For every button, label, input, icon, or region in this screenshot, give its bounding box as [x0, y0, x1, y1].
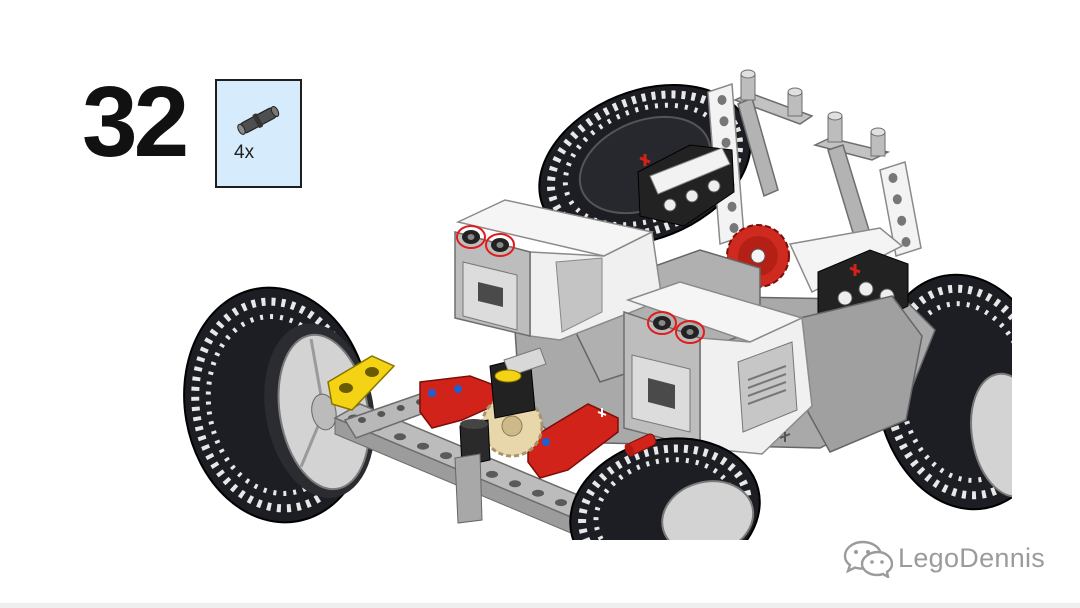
highlighted-pin	[456, 225, 486, 249]
motor-vents	[747, 365, 787, 405]
yellow-bushing	[494, 369, 522, 383]
motor-gray-band	[555, 257, 603, 333]
highlighted-pin	[647, 311, 677, 335]
beam-hole	[532, 489, 544, 497]
white-cross-mark	[779, 432, 791, 442]
beam-hole	[721, 137, 731, 148]
beam-hole	[396, 405, 405, 411]
motor-vent-panel	[737, 341, 798, 433]
red-highlight-ring	[485, 233, 515, 257]
beam-hole	[717, 95, 727, 105]
beam-hole	[555, 499, 567, 507]
beam-hole	[729, 223, 739, 233]
white-beam	[649, 147, 731, 195]
red-cross-mark	[849, 264, 861, 276]
motor-gray-body	[799, 295, 923, 453]
blue-pin	[542, 438, 550, 446]
highlighted-pin	[485, 233, 515, 257]
beam-hole	[440, 452, 452, 460]
blue-pin	[454, 385, 462, 393]
beam-hole	[394, 433, 406, 441]
hub-center	[311, 393, 337, 431]
watermark-text: LegoDennis	[898, 542, 1046, 573]
black-pin-connector	[459, 419, 491, 467]
beam-hole	[509, 480, 521, 488]
wheel-hub	[661, 480, 755, 540]
gray-pin	[827, 111, 843, 143]
beam-hole	[901, 237, 911, 247]
gray-pin	[787, 87, 803, 117]
upper-black-beam-block	[637, 144, 735, 227]
tire-tread	[883, 284, 1012, 500]
white-cross-mark	[597, 408, 607, 417]
white-upright-beam	[879, 161, 922, 257]
beam-hole	[417, 442, 429, 450]
gray-frame-beam	[812, 137, 891, 161]
bottom-divider	[0, 603, 1080, 608]
beam-hole	[377, 411, 386, 417]
red-highlight-ring	[675, 320, 705, 344]
wechat-icon	[843, 540, 893, 578]
gray-pin	[870, 127, 886, 157]
model-canvas	[183, 69, 1012, 540]
rear-right-tire	[569, 437, 761, 540]
part-quantity: 4x	[234, 142, 255, 163]
red-cross-mark	[639, 154, 651, 166]
upper-large-motor	[454, 199, 761, 383]
red-beam-left	[419, 375, 503, 429]
motor-port-socket	[478, 282, 503, 307]
watermark: LegoDennis	[843, 538, 1045, 578]
beam-hole	[892, 194, 902, 205]
parts-callout: 4x	[215, 79, 302, 188]
step-number: 32	[82, 66, 189, 178]
red-beam-right	[527, 403, 619, 479]
red-highlight-ring	[456, 225, 486, 249]
lower-large-motor	[623, 281, 923, 455]
yellow-beam	[327, 355, 396, 411]
beam-hole	[358, 417, 366, 423]
beam-hole	[719, 116, 729, 127]
red-pin	[624, 433, 657, 457]
red-highlight-ring	[647, 311, 677, 335]
beam-hole	[897, 215, 907, 226]
motor-port-socket	[648, 378, 675, 409]
connector-pin-icon	[237, 105, 280, 135]
blue-pin	[428, 389, 436, 397]
beam-hole	[727, 201, 737, 212]
beam-hole	[486, 470, 498, 478]
wheel-hub	[970, 372, 1012, 498]
gray-connector-post	[454, 453, 483, 524]
gray-pin	[740, 69, 756, 101]
tire-tread	[578, 444, 752, 540]
upright-holes	[888, 173, 911, 247]
highlighted-pin	[675, 320, 705, 344]
front-left-tire	[183, 286, 375, 524]
black-axle-connector	[489, 347, 547, 419]
beam-hole	[888, 173, 898, 183]
